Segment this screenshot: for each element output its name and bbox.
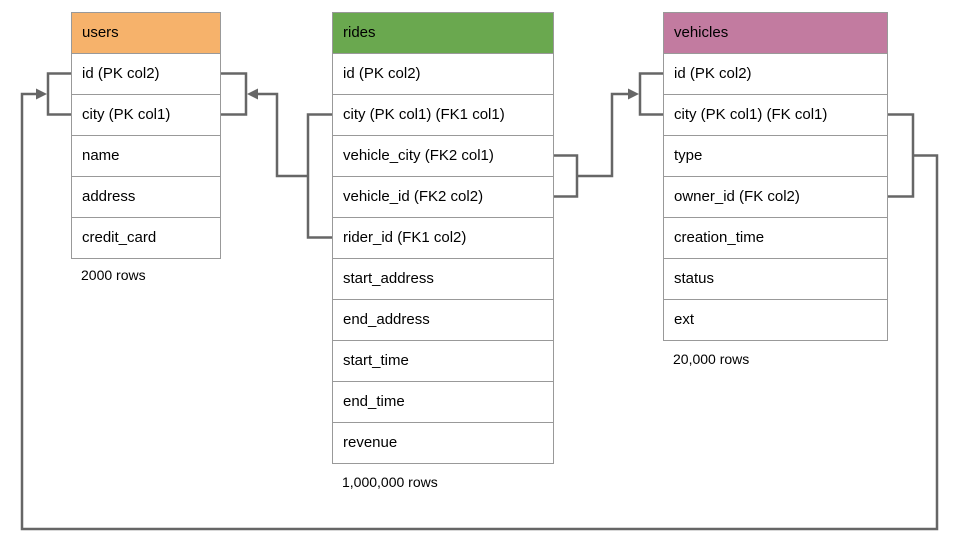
table-row: start_address [333,258,553,299]
rides-fk1-bracket [306,113,332,239]
vehicles-table-header: vehicles [664,13,887,53]
arrowhead-rides-to-vehicles [628,88,639,100]
users-pk-right-bracket [221,72,248,116]
vehicles-fk-bracket [888,113,915,198]
users-pk-left-bracket [46,72,71,116]
table-row: city (PK col1) [72,94,220,135]
arrowhead-rides-to-users [247,88,258,100]
users-table: users id (PK col2) city (PK col1) name a… [71,12,221,259]
rides-row-count-label: 1,000,000 rows [342,474,438,490]
connector-rides-to-vehicles [577,92,629,178]
table-row: rider_id (FK1 col2) [333,217,553,258]
table-row: credit_card [72,217,220,258]
table-row: city (PK col1) (FK col1) [664,94,887,135]
table-row: address [72,176,220,217]
table-row: start_time [333,340,553,381]
vehicles-table: vehicles id (PK col2) city (PK col1) (FK… [663,12,888,341]
table-row: id (PK col2) [72,53,220,94]
vehicles-pk-bracket [638,72,663,116]
table-row: type [664,135,887,176]
rides-table: rides id (PK col2) city (PK col1) (FK1 c… [332,12,554,464]
table-row: vehicle_city (FK2 col1) [333,135,553,176]
users-table-header: users [72,13,220,53]
table-row: end_time [333,381,553,422]
table-row: status [664,258,887,299]
table-row: ext [664,299,887,340]
table-row: id (PK col2) [664,53,887,94]
table-row: id (PK col2) [333,53,553,94]
users-row-count-label: 2000 rows [81,267,146,283]
vehicles-row-count-label: 20,000 rows [673,351,750,367]
rides-fk2-bracket [554,154,579,198]
rides-table-header: rides [333,13,553,53]
table-row: owner_id (FK col2) [664,176,887,217]
table-row: end_address [333,299,553,340]
table-row: revenue [333,422,553,463]
connector-rides-to-users [258,92,308,178]
table-row: vehicle_id (FK2 col2) [333,176,553,217]
table-row: city (PK col1) (FK1 col1) [333,94,553,135]
table-row: name [72,135,220,176]
arrowhead-vehicles-to-users [36,88,47,100]
table-row: creation_time [664,217,887,258]
